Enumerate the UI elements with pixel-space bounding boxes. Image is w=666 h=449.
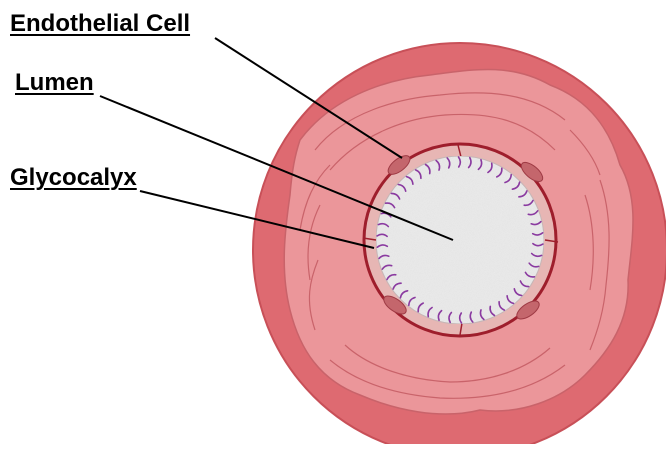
label-endothelial-cell: Endothelial Cell (10, 11, 190, 37)
label-lumen: Lumen (15, 70, 94, 96)
lumen (376, 156, 544, 324)
label-glycocalyx: Glycocalyx (10, 165, 137, 191)
